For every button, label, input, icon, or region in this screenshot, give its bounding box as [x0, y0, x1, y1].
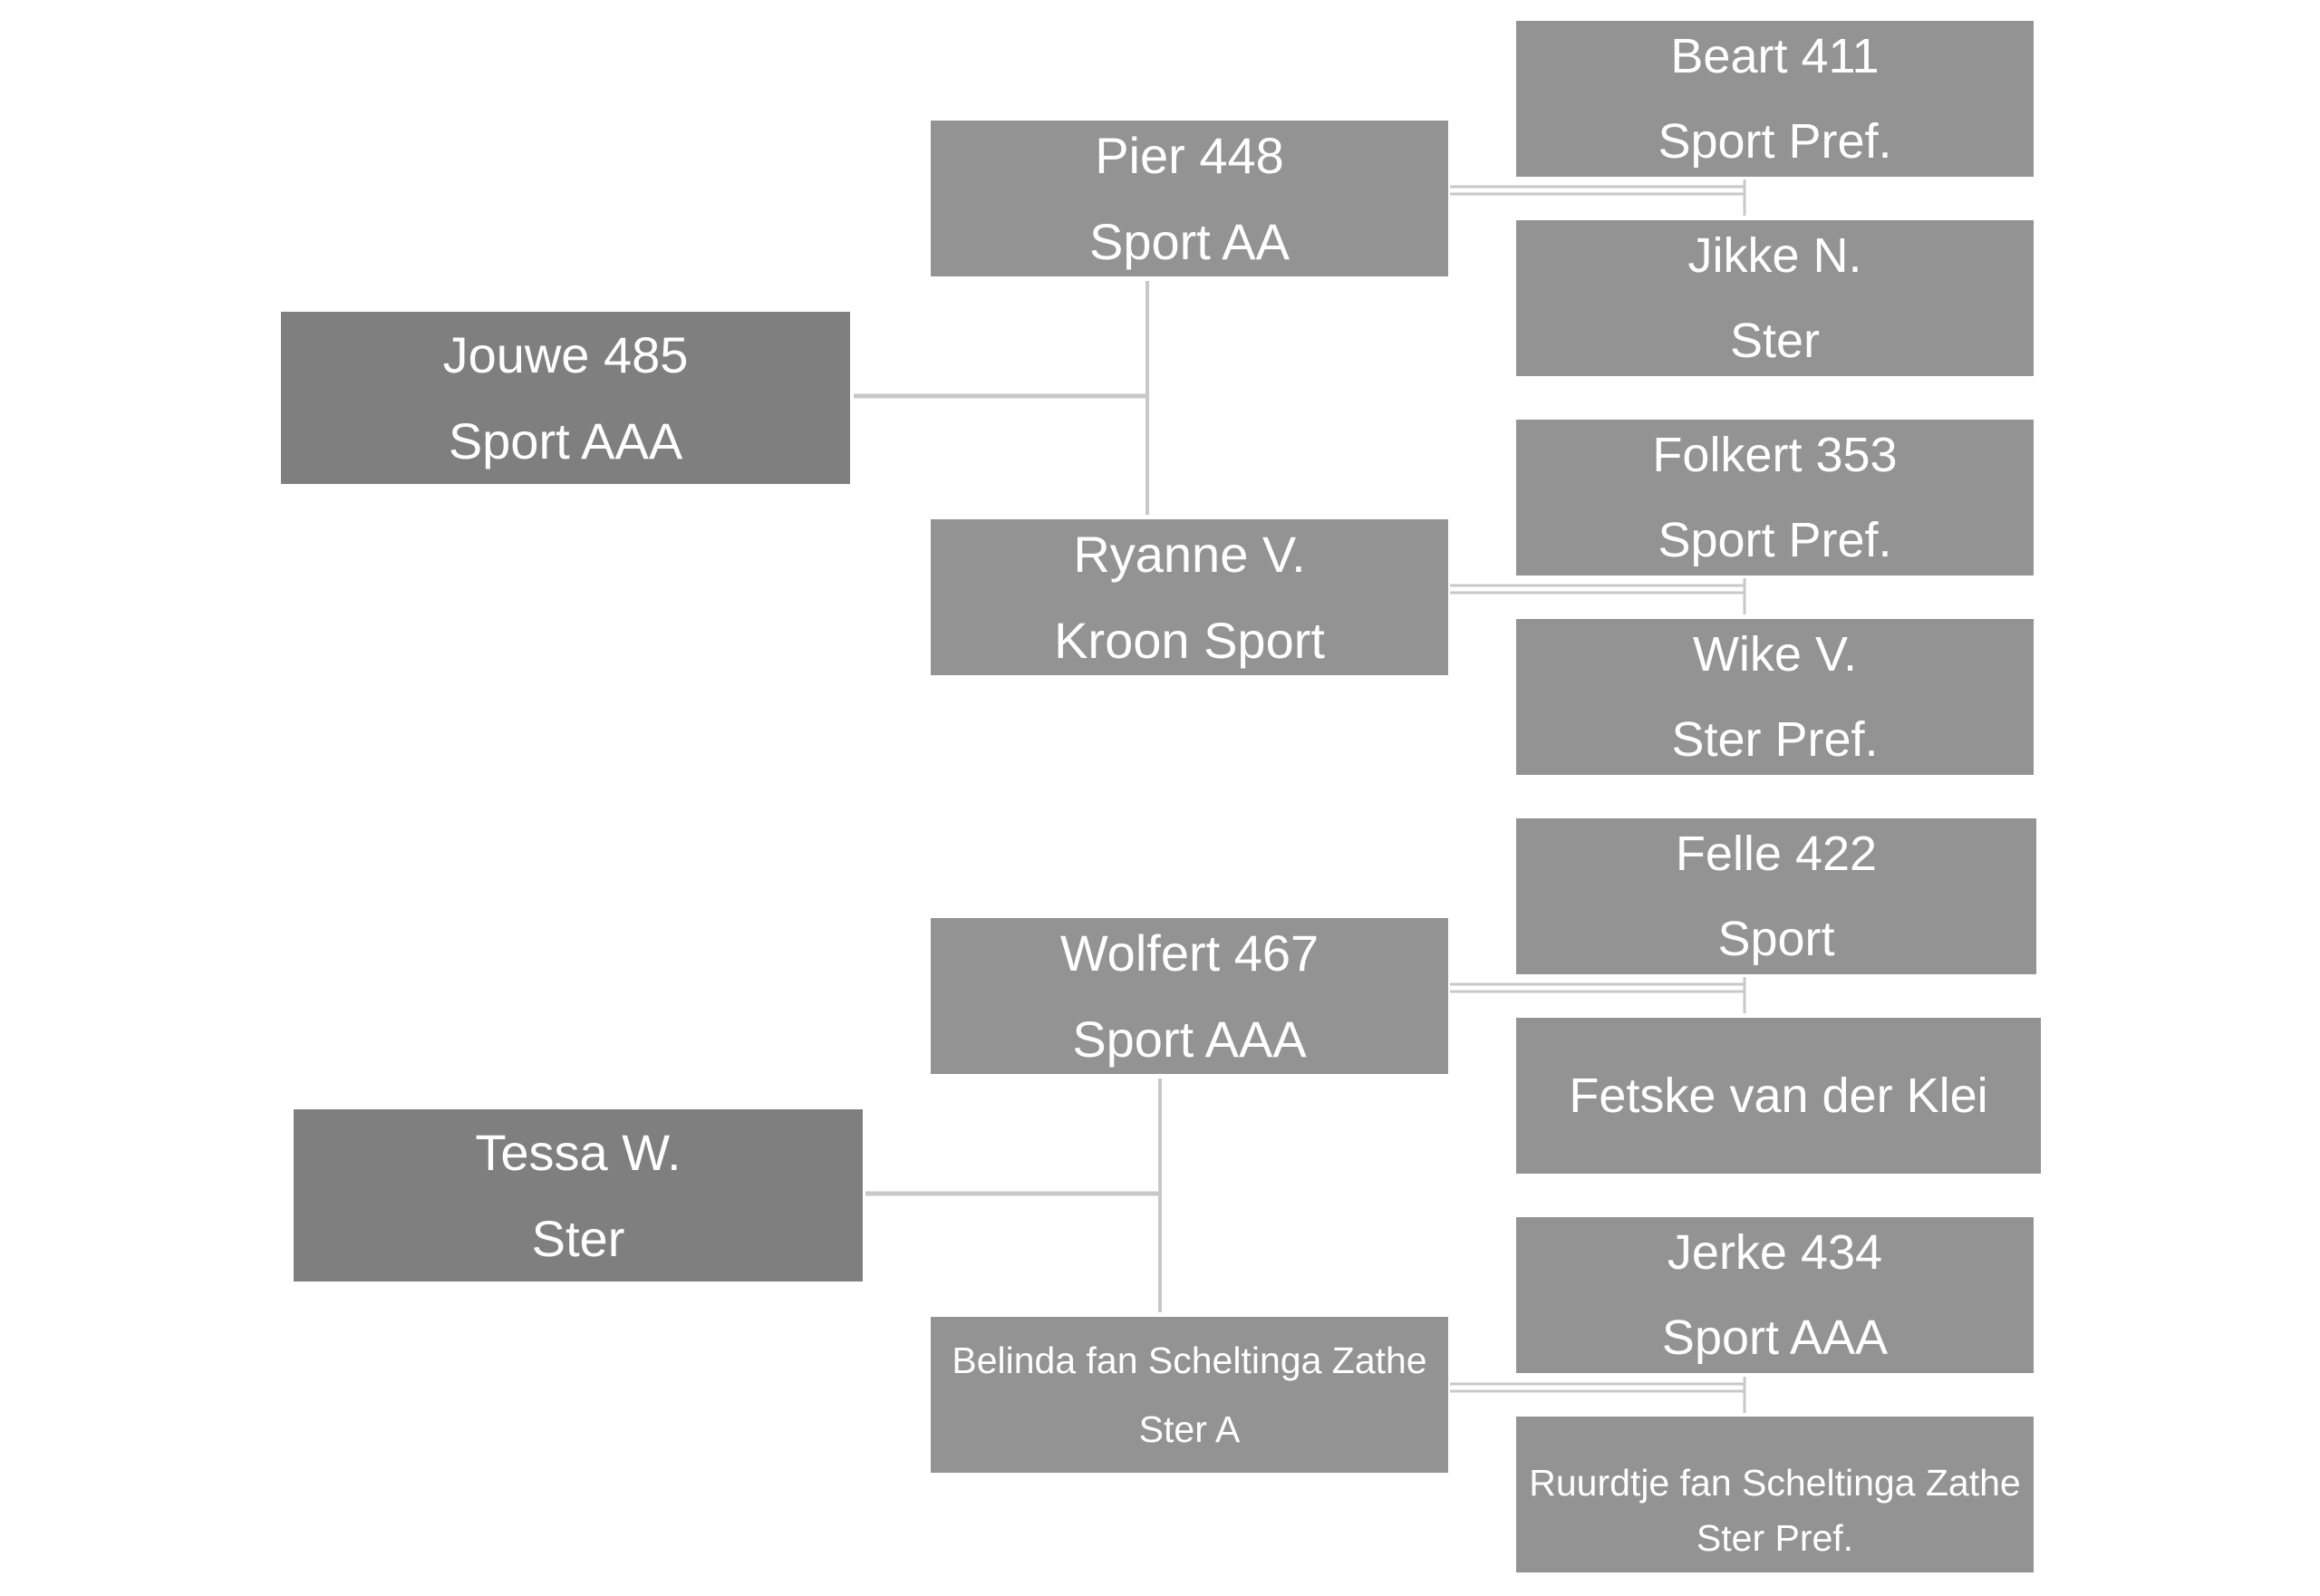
dam-dam-name: Belinda fan Scheltinga Zathe — [952, 1340, 1427, 1381]
ggparent-box-3: Folkert 353 Sport Pref. — [1516, 420, 2034, 576]
dam-sire-predicate: Sport AAA — [1072, 1011, 1307, 1068]
dam-dam-predicate: Ster A — [1138, 1408, 1241, 1450]
sire-sire-predicate: Sport AA — [1088, 213, 1290, 270]
dam-dam-box: Belinda fan Scheltinga Zathe Ster A — [931, 1317, 1448, 1473]
sire-sire-box: Pier 448 Sport AA — [931, 121, 1448, 276]
dam-box: Tessa W. Ster — [294, 1109, 863, 1282]
dam-predicate: Ster — [531, 1210, 625, 1267]
ggparent-name-1: Beart 411 — [1670, 29, 1880, 83]
ggparent-predicate-3: Sport Pref. — [1658, 513, 1892, 567]
dam-name: Tessa W. — [475, 1124, 682, 1181]
dam-sire-box: Wolfert 467 Sport AAA — [931, 918, 1448, 1074]
ggparent-box-6: Fetske van der Klei — [1516, 1018, 2041, 1174]
ggparent-name-8: Ruurdtje fan Scheltinga Zathe — [1529, 1462, 2021, 1504]
ggparent-predicate-1: Sport Pref. — [1658, 114, 1892, 169]
sire-dam-box: Ryanne V. Kroon Sport — [931, 519, 1448, 675]
ggparent-name-2: Jikke N. — [1687, 228, 1862, 283]
sire-box: Jouwe 485 Sport AAA — [281, 312, 850, 484]
ggparent-name-6: Fetske van der Klei — [1569, 1069, 1988, 1123]
ggparent-box-4: Wike V. Ster Pref. — [1516, 619, 2034, 775]
ggparent-box-8: Ruurdtje fan Scheltinga Zathe Ster Pref. — [1516, 1417, 2034, 1572]
sire-dam-predicate: Kroon Sport — [1054, 612, 1325, 669]
ggparent-predicate-4: Ster Pref. — [1671, 712, 1879, 767]
sire-dam-name: Ryanne V. — [1073, 526, 1306, 583]
ggparent-name-4: Wike V. — [1692, 627, 1858, 682]
ggparent-predicate-5: Sport — [1717, 912, 1835, 966]
ggparent-box-5: Felle 422 Sport — [1516, 818, 2036, 974]
ggparent-predicate-8: Ster Pref. — [1696, 1517, 1854, 1559]
ggparent-predicate-2: Ster — [1729, 314, 1821, 368]
sire-sire-name: Pier 448 — [1095, 127, 1284, 184]
ggparent-name-7: Jerke 434 — [1667, 1225, 1883, 1280]
sire-predicate: Sport AAA — [448, 412, 683, 469]
ggparent-name-3: Folkert 353 — [1652, 428, 1898, 482]
ggparent-predicate-7: Sport AAA — [1661, 1311, 1889, 1365]
ggparent-box-1: Beart 411 Sport Pref. — [1516, 21, 2034, 177]
ggparent-box-2: Jikke N. Ster — [1516, 220, 2034, 376]
sire-name: Jouwe 485 — [442, 326, 689, 383]
ggparent-name-5: Felle 422 — [1675, 827, 1878, 881]
ggparent-box-7: Jerke 434 Sport AAA — [1516, 1217, 2034, 1373]
dam-sire-name: Wolfert 467 — [1059, 924, 1320, 982]
